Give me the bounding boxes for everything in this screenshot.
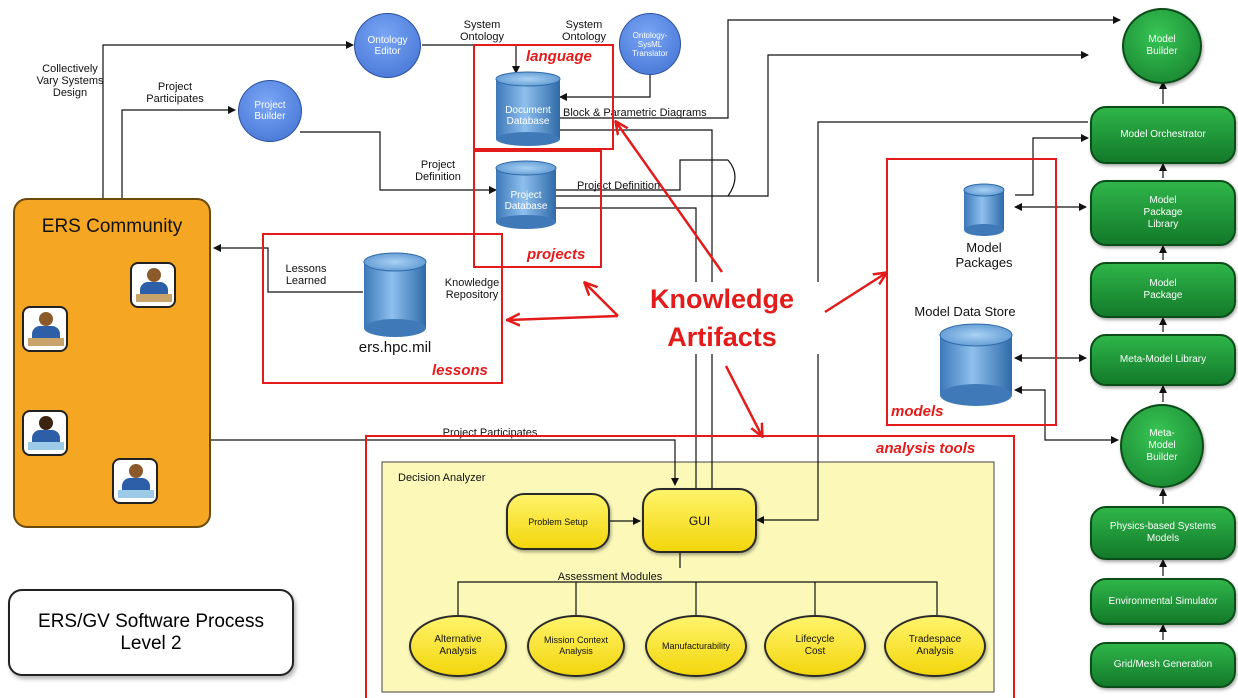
analysis-tools-region-label: analysis tools bbox=[876, 440, 976, 457]
knowledge-artifacts-label: Knowledge Artifacts bbox=[622, 282, 824, 354]
model-orchestrator-node: Model Orchestrator bbox=[1090, 106, 1236, 164]
user-icon bbox=[130, 262, 176, 308]
model-data-store-cylinder bbox=[939, 323, 1013, 406]
user-icon bbox=[22, 410, 68, 456]
knowledge-repository-cylinder bbox=[363, 252, 427, 337]
label-block-parametric: Block & Parametric Diagrams bbox=[563, 107, 707, 119]
ontology-sysml-translator-node: Ontology- SysML Translator bbox=[619, 13, 681, 75]
lessons-region-label: lessons bbox=[432, 362, 488, 379]
model-package-node: Model Package bbox=[1090, 262, 1236, 318]
document-database-label: Document Database bbox=[505, 105, 551, 127]
language-region bbox=[473, 44, 614, 150]
lessons-region bbox=[262, 233, 503, 384]
document-database-cylinder bbox=[495, 71, 561, 146]
label-assessment-modules: Assessment Modules bbox=[558, 571, 663, 583]
model-builder-node: Model Builder bbox=[1122, 8, 1202, 84]
physics-based-models-node: Physics-based Systems Models bbox=[1090, 506, 1236, 560]
project-database-cylinder bbox=[495, 160, 557, 229]
svg-text:Knowledge: Knowledge bbox=[650, 284, 794, 314]
ers-community-title: ERS Community bbox=[41, 216, 183, 237]
user-icon bbox=[112, 458, 158, 504]
project-builder-node: Project Builder bbox=[238, 80, 302, 142]
process-title-line1: ERS/GV Software Process bbox=[38, 611, 264, 632]
label-project-definition-right: Project Definition bbox=[577, 180, 660, 192]
gui-node: GUI bbox=[642, 488, 757, 553]
models-region bbox=[886, 158, 1057, 426]
projects-region bbox=[473, 150, 602, 268]
ontology-editor-node: Ontology Editor bbox=[354, 13, 421, 78]
knowledge-artifact-arrows bbox=[508, 122, 886, 436]
environmental-simulator-node: Environmental Simulator bbox=[1090, 578, 1236, 625]
model-packages-cylinder bbox=[963, 183, 1005, 236]
module-tradespace-analysis: Tradespace Analysis bbox=[884, 615, 986, 677]
module-mission-context-analysis: Mission Context Analysis bbox=[527, 615, 625, 677]
process-title-box: ERS/GV Software Process Level 2 bbox=[8, 589, 294, 676]
module-lifecycle-cost: Lifecycle Cost bbox=[764, 615, 866, 677]
svg-text:Artifacts: Artifacts bbox=[667, 322, 777, 352]
module-manufacturability: Manufacturability bbox=[645, 615, 747, 677]
problem-setup-node: Problem Setup bbox=[506, 493, 610, 550]
grid-mesh-generation-node: Grid/Mesh Generation bbox=[1090, 642, 1236, 688]
language-region-label: language bbox=[526, 48, 592, 65]
analysis-tools-region bbox=[365, 435, 1015, 698]
module-alternative-analysis: Alternative Analysis bbox=[409, 615, 507, 677]
models-region-label: models bbox=[891, 403, 944, 420]
user-icon bbox=[22, 306, 68, 352]
meta-model-library-node: Meta-Model Library bbox=[1090, 334, 1236, 386]
connector-lines bbox=[102, 16, 1167, 640]
model-package-library-node: Model Package Library bbox=[1090, 180, 1236, 246]
decision-analyzer-title: Decision Analyzer bbox=[398, 472, 486, 484]
projects-region-label: projects bbox=[527, 246, 586, 263]
project-database-label: Project Database bbox=[504, 190, 548, 212]
process-title-line2: Level 2 bbox=[120, 633, 182, 654]
label-model-data-store: Model Data Store bbox=[914, 304, 1015, 319]
label-ers-hpc: ers.hpc.mil bbox=[359, 339, 432, 356]
meta-model-builder-node: Meta- Model Builder bbox=[1120, 404, 1204, 488]
